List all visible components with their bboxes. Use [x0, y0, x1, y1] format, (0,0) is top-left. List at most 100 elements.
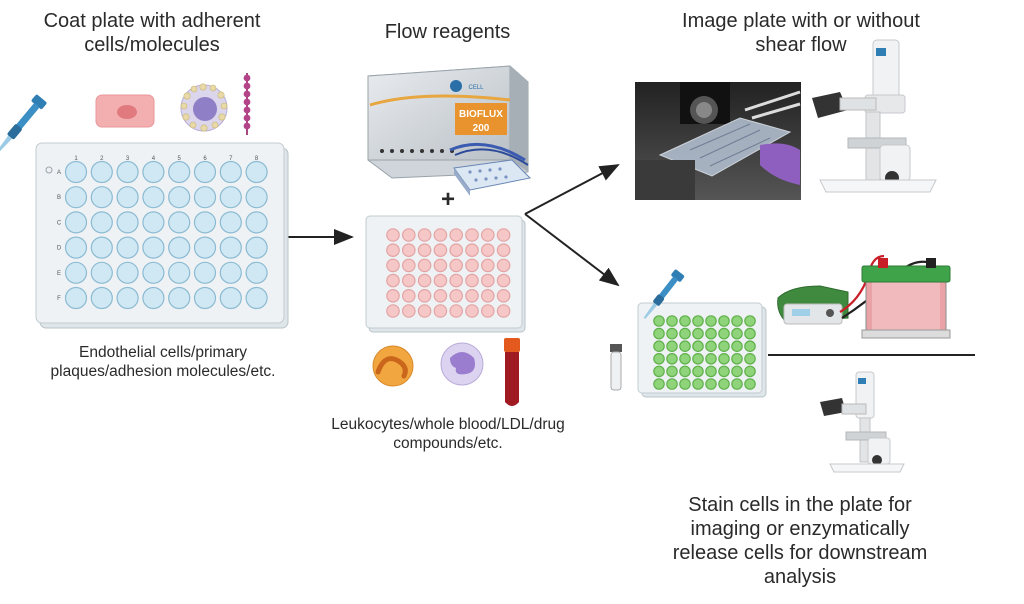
flow-well [417, 258, 432, 273]
flow-well [433, 273, 448, 288]
microscope-bottom-icon [820, 371, 905, 473]
flow-well [480, 288, 495, 303]
coat-row-label: D [57, 246, 62, 252]
coat-row-label: E [57, 271, 61, 277]
stain-cells-caption-line1: Stain cells in the plate for [688, 494, 912, 516]
coat-plate-caption-line2: plaques/adhesion molecules/etc. [50, 363, 276, 380]
stain-well [744, 340, 756, 352]
flow-well [401, 273, 416, 288]
flow-well-plate [365, 215, 526, 333]
stain-well [705, 340, 717, 352]
flow-well [386, 258, 400, 273]
flow-well [480, 258, 495, 273]
coat-well [142, 160, 165, 184]
coat-well [193, 261, 217, 284]
endothelial-cell-icon [95, 94, 155, 128]
plus-sign: + [440, 186, 455, 213]
stain-well [692, 378, 704, 390]
coat-well [245, 286, 268, 310]
flow-well [465, 258, 479, 273]
flow-well [449, 258, 463, 273]
coat-well [90, 236, 113, 259]
flow-well [449, 228, 463, 242]
flow-well [386, 243, 400, 257]
stain-well [731, 315, 743, 327]
flow-well [480, 228, 495, 242]
stain-well [679, 378, 691, 390]
stain-well [692, 327, 704, 340]
coat-plate-title-line2: cells/molecules [84, 34, 220, 56]
flow-well [480, 304, 495, 318]
coat-well [168, 261, 191, 284]
stain-well [679, 365, 691, 378]
coat-well [193, 160, 217, 184]
bioflux-device: BIOFLUX 200 CELL [367, 65, 529, 179]
power-supply-icon [777, 285, 849, 325]
flow-well [465, 228, 479, 242]
stain-well [666, 327, 678, 340]
flow-well [449, 273, 463, 288]
coat-well [219, 186, 242, 209]
flow-well [417, 304, 432, 318]
stain-well [692, 365, 704, 378]
flow-well [417, 228, 432, 242]
stain-well [666, 340, 678, 352]
coat-well [64, 211, 88, 234]
stain-well [718, 315, 730, 327]
image-plate-title: Image plate with or without shear flow [655, 9, 947, 57]
flow-well [465, 288, 479, 303]
stain-well [679, 315, 691, 327]
flow-well [401, 304, 416, 318]
flow-well [496, 258, 511, 273]
flow-well [496, 273, 511, 288]
flow-well [433, 288, 448, 303]
coat-well [116, 236, 139, 259]
stain-well [705, 378, 717, 390]
coat-well [64, 286, 88, 310]
adhesion-molecule-icon [243, 73, 251, 135]
stain-well [718, 365, 730, 378]
image-plate-title-line1: Image plate with or without [682, 10, 920, 32]
stain-well [692, 315, 704, 327]
stain-well [666, 365, 678, 378]
stain-well [666, 378, 678, 390]
coat-well [245, 211, 268, 234]
coat-row-label: B [57, 195, 61, 201]
coat-well [90, 211, 113, 234]
coat-well [90, 261, 113, 284]
coat-well [142, 211, 165, 234]
coat-well [219, 261, 242, 284]
arrow-to-staining [524, 213, 620, 287]
stain-well [718, 340, 730, 352]
flow-well [386, 304, 400, 318]
stain-well [705, 327, 717, 340]
stain-well [653, 378, 665, 390]
flow-well [496, 304, 511, 318]
coat-well [116, 286, 139, 310]
stain-well [653, 365, 665, 378]
coat-well [245, 261, 268, 284]
flow-well [386, 273, 400, 288]
coat-well [193, 186, 217, 209]
stain-pipette-icon [643, 269, 685, 319]
stain-cells-caption-line3: release cells for downstream [672, 542, 928, 564]
stain-well [744, 327, 756, 340]
stain-well [679, 352, 691, 365]
coat-column-label: 5 [178, 156, 182, 162]
stain-well [718, 327, 730, 340]
stain-well [718, 378, 730, 390]
flow-well [417, 288, 432, 303]
flow-well [401, 258, 416, 273]
coat-well [64, 261, 88, 284]
stain-well [705, 315, 717, 327]
flow-well [401, 228, 416, 242]
stain-well [731, 327, 743, 340]
coat-well [245, 186, 268, 209]
flow-well [433, 243, 448, 257]
stain-well [692, 340, 704, 352]
flow-well [496, 228, 511, 242]
